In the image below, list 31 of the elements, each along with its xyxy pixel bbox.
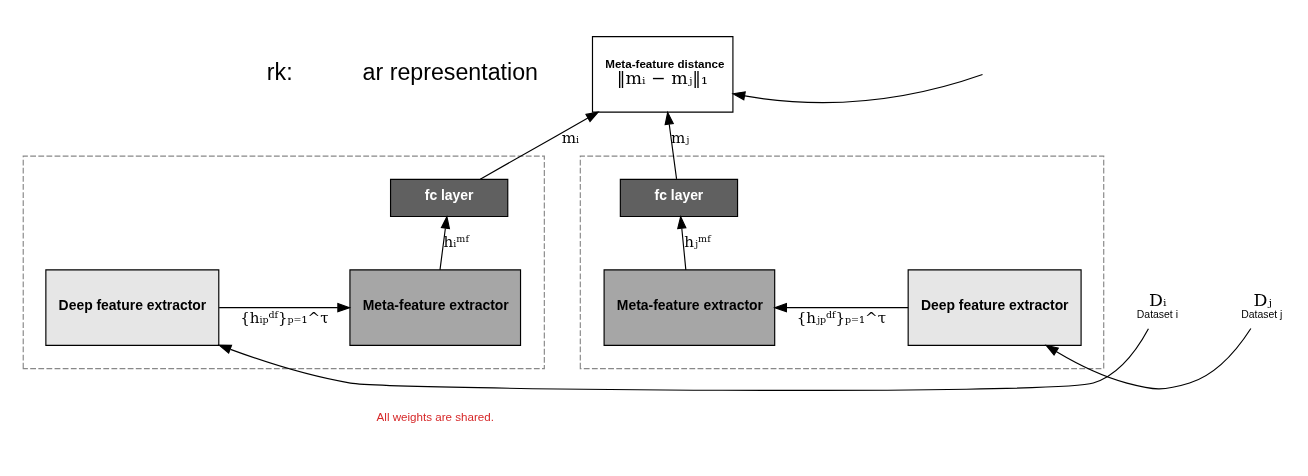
label: rk: (266, 59, 293, 86)
node-box: Meta-feature extractor (603, 269, 776, 346)
edge-label: mⱼ (670, 128, 690, 147)
node-text: Dᵢ (1148, 290, 1167, 311)
node-label: Dataset i (1136, 309, 1178, 321)
arrow (218, 302, 352, 313)
node-box: fc layer (619, 178, 739, 218)
arrow (731, 73, 984, 104)
arrow (1044, 327, 1252, 390)
edge-label: {hⱼₚᵈᶠ}ₚ₌₁^τ (796, 309, 887, 328)
arrow (217, 328, 1150, 391)
cluster (22, 155, 545, 370)
arrow (664, 110, 678, 180)
node-text: Dⱼ (1253, 290, 1272, 311)
arrow (439, 214, 451, 271)
label: ar representation (362, 59, 539, 86)
node-box: Meta-feature distance ‖mᵢ − mⱼ‖₁ (591, 36, 734, 113)
cluster (579, 155, 1105, 370)
node-box: Meta-feature extractor (349, 269, 522, 346)
edge-label: hᵢᵐᶠ (443, 233, 469, 252)
node-box: Deep feature extractor (907, 269, 1082, 346)
node-box: fc layer (389, 178, 509, 218)
arrow (773, 302, 909, 313)
edge-label: mᵢ (561, 128, 580, 147)
arrow (479, 111, 600, 180)
arrow (677, 214, 687, 271)
label: All weights are shared. (376, 410, 494, 424)
edge-label: {hᵢₚᵈᶠ}ₚ₌₁^τ (240, 309, 329, 328)
edge-label: hⱼᵐᶠ (684, 233, 711, 252)
node-label: Dataset j (1241, 309, 1283, 321)
node-box: Deep feature extractor (45, 269, 220, 346)
